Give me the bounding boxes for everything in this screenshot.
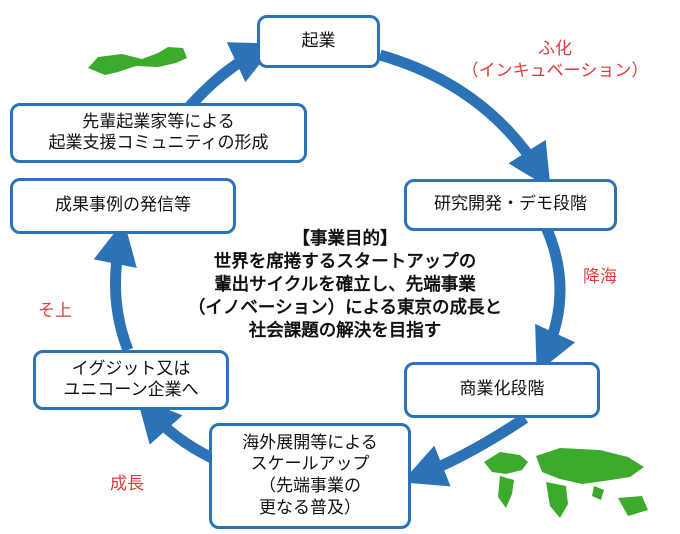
step-kaigai-line: （先端事業の — [259, 476, 361, 496]
step-shogyo-label: 商業化段階 — [459, 379, 545, 400]
step-exit-line: イグジット又は — [71, 358, 191, 379]
step-hasshin-label: 成果事例の発信等 — [55, 195, 191, 216]
step-exit: イグジット又は ユニコーン企業へ — [33, 350, 229, 410]
step-kigyo-label: 起業 — [301, 30, 336, 51]
cycle-arrow-to-shogyo — [535, 222, 576, 373]
cycle-arrow-to-kaigai — [401, 413, 529, 487]
purpose-line: 輩出サイクルを確立し、先端事業 — [214, 275, 476, 296]
purpose-line: 社会課題の解決を目指す — [248, 321, 442, 342]
step-kenkyu: 研究開発・デモ段階 — [404, 179, 617, 231]
step-community: 先輩起業家等による 起業支援コミュニティの形成 — [10, 103, 307, 163]
phase-sojo: そ上 — [38, 301, 72, 321]
cycle-arrow-to-exit — [136, 397, 215, 463]
step-kaigai-line: スケールアップ — [250, 454, 370, 475]
purpose-heading: 【事業目的】 — [292, 229, 398, 249]
cycle-arrow-to-kenkyu — [378, 49, 551, 189]
cycle-arrow-to-hasshin — [93, 220, 137, 353]
japan-map-icon — [88, 47, 187, 75]
step-kigyo: 起業 — [257, 15, 380, 68]
phase-incubation: ふ化 （インキュベーション） — [440, 38, 670, 82]
step-community-line: 起業支援コミュニティの形成 — [48, 133, 269, 153]
step-shogyo: 商業化段階 — [404, 362, 600, 418]
step-kaigai-line: 更なる普及） — [259, 497, 361, 518]
purpose-line: 世界を席捲するスタートアップの — [213, 252, 477, 273]
phase-incubation-sub: （インキュベーション） — [461, 61, 649, 82]
step-kaigai: 海外展開等による スケールアップ （先端事業の 更なる普及） — [209, 423, 411, 529]
world-map-icon — [484, 448, 648, 518]
phase-kokai: 降海 — [583, 267, 617, 287]
purpose-text: 【事業目的】 世界を席捲するスタートアップの 輩出サイクルを確立し、先端事業 （… — [150, 228, 540, 343]
step-kaigai-line: 海外展開等による — [242, 432, 378, 453]
step-kenkyu-label: 研究開発・デモ段階 — [434, 194, 587, 215]
step-hasshin: 成果事例の発信等 — [10, 178, 236, 234]
step-community-line: 先輩起業家等による — [82, 111, 235, 132]
step-exit-line: ユニコーン企業へ — [63, 380, 199, 400]
purpose-line: （イノベーション）による東京の成長と — [187, 298, 503, 319]
phase-incubation-label: ふ化 — [538, 39, 572, 59]
phase-seicho: 成長 — [110, 474, 144, 494]
